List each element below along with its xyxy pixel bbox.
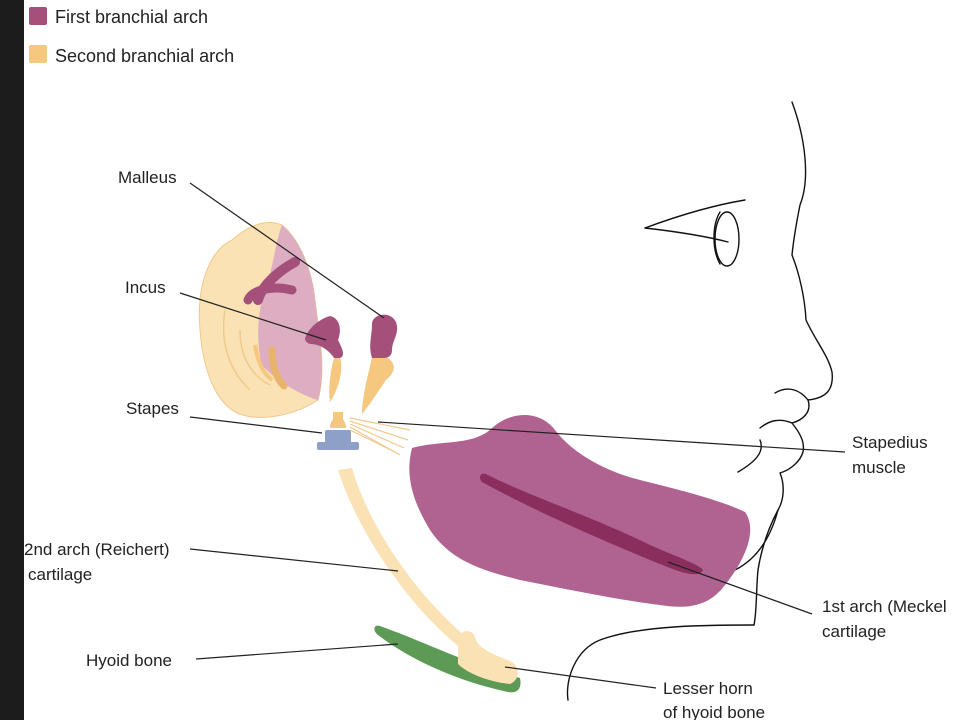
legend-swatch-first-arch [29,7,47,25]
legend: First branchial arch Second branchial ar… [29,7,234,66]
legend-swatch-second-arch [29,45,47,63]
label-stapes: Stapes [126,399,179,418]
legend-label-second-arch: Second branchial arch [55,46,234,66]
label-hyoid: Hyoid bone [86,651,172,670]
label-lesser-horn-line2: of hyoid bone [663,703,765,720]
branchial-arch-diagram: First branchial arch Second branchial ar… [24,0,961,720]
label-incus: Incus [125,278,166,297]
face-profile [567,102,832,700]
label-meckel-line2: cartilage [822,622,886,641]
legend-label-first-arch: First branchial arch [55,7,208,27]
label-reichert-line2: cartilage [28,565,92,584]
malleus [362,315,397,414]
label-malleus: Malleus [118,168,177,187]
ear [199,222,322,417]
eye-icon [645,200,745,266]
diagram-canvas: First branchial arch Second branchial ar… [24,0,961,720]
label-reichert-line1: 2nd arch (Reichert) [24,540,170,559]
label-stapedius-line1: Stapedius [852,433,928,452]
label-stapedius-line2: muscle [852,458,906,477]
meckel-cartilage [409,415,750,607]
label-lesser-horn-line1: Lesser horn [663,679,753,698]
label-meckel-line1: 1st arch (Meckel [822,597,947,616]
